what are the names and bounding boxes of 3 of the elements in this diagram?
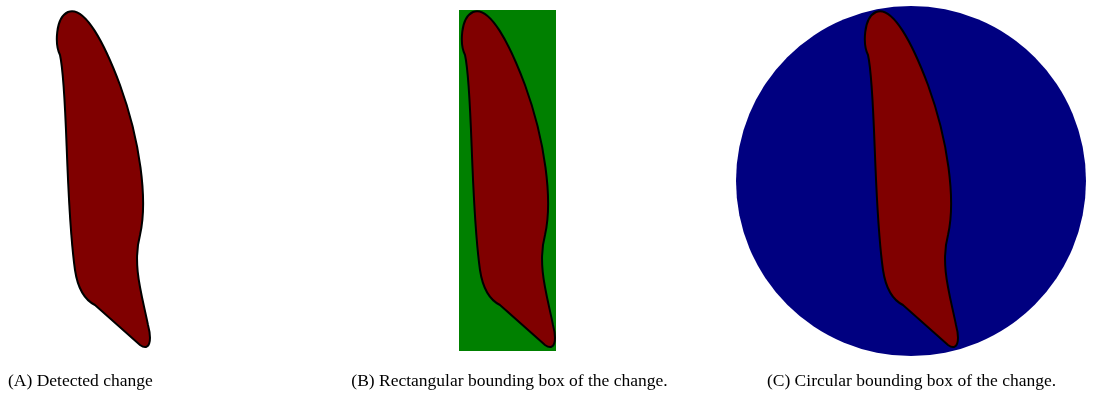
figure-caption: (B) Rectangular bounding box of the change. [350, 369, 669, 392]
figure-caption: (C) Circular bounding box of the change. [765, 369, 1058, 392]
figure-caption: (A) Detected change [8, 369, 154, 392]
